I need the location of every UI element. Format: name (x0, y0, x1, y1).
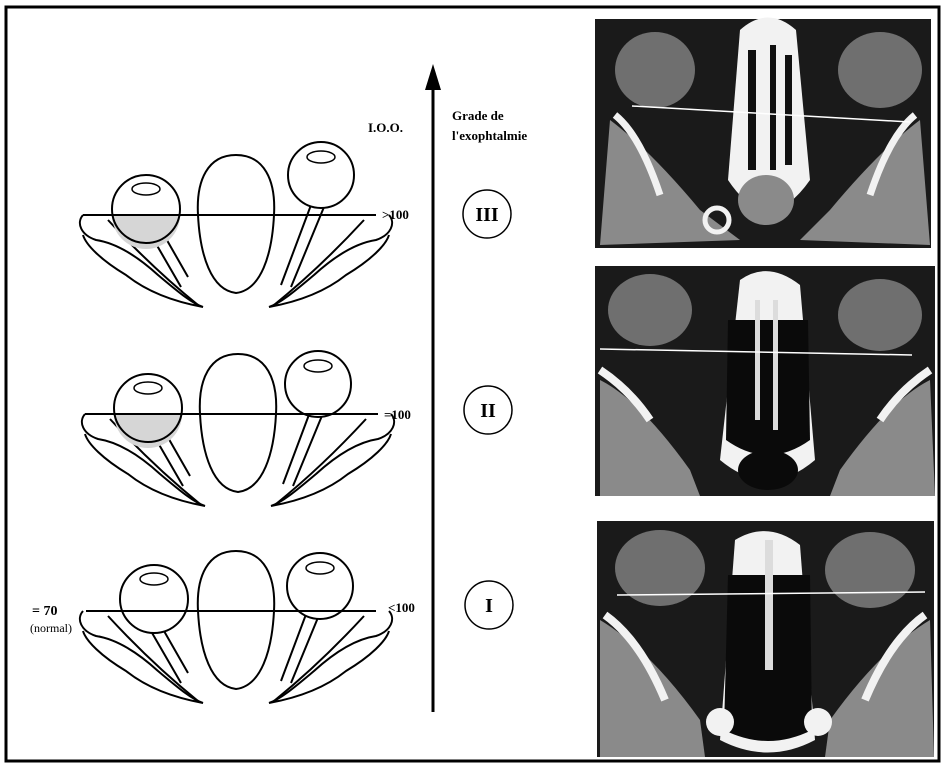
grade-label-2: II (480, 400, 496, 422)
ct-scan-grade-1 (597, 521, 934, 757)
schematic-grade-2 (82, 351, 394, 506)
schematic-grade-1 (80, 551, 392, 703)
grade-label-line1: Grade de (452, 108, 504, 123)
ct-scan-grade-2 (595, 266, 935, 496)
ioo-value-grade-2: =100 (384, 407, 411, 422)
ioo-label: I.O.O. (368, 120, 403, 135)
grade-label-line2: l'exophtalmie (452, 128, 527, 143)
normal-value: = 70 (32, 604, 57, 619)
grade-label-1: I (485, 595, 493, 617)
arrow-head-icon (425, 64, 441, 90)
schematic-grade-3 (80, 142, 392, 307)
grade-label-3: III (475, 204, 499, 226)
normal-caption: (normal) (30, 621, 72, 635)
ioo-value-grade-1: <100 (388, 600, 415, 615)
ct-scan-grade-3 (595, 18, 931, 249)
ioo-value-grade-3: >100 (382, 207, 409, 222)
